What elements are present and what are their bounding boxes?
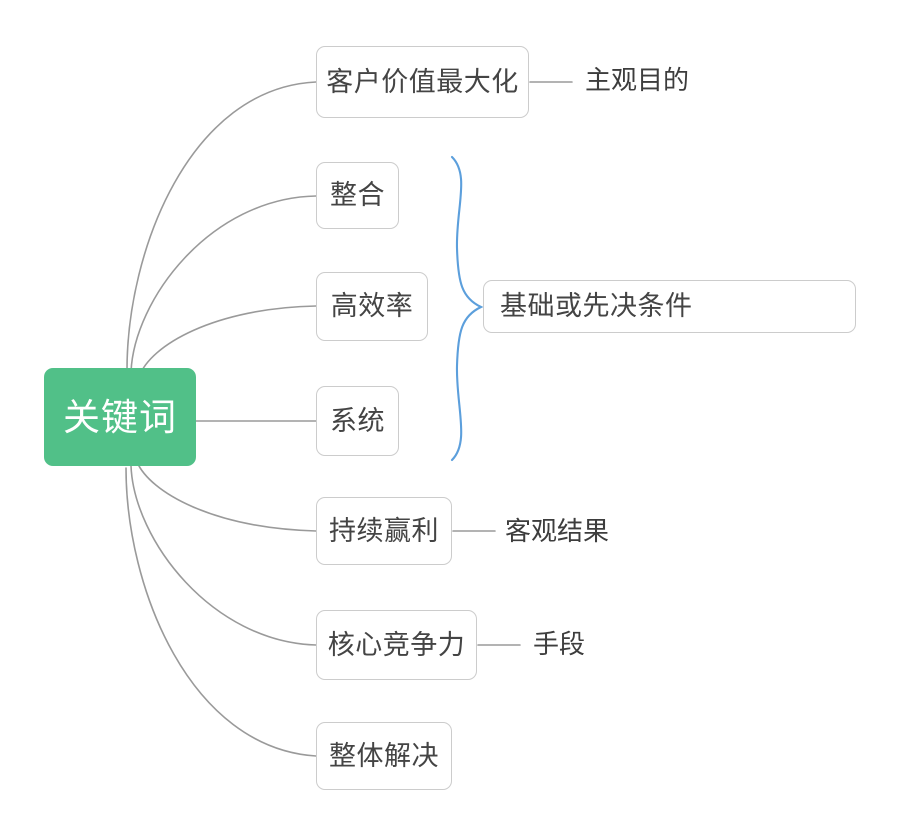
side-label-text: 手段 xyxy=(533,630,586,660)
branch-node-label: 整合 xyxy=(330,180,385,211)
branch-node-label: 核心竞争力 xyxy=(327,629,466,661)
edge-root-to-node-5 xyxy=(136,461,317,532)
branch-node-system[interactable]: 系统 xyxy=(316,386,399,456)
side-label-subjective-purpose: 主观目的 xyxy=(585,68,689,94)
branch-node-overall-solution[interactable]: 整体解决 xyxy=(316,722,452,790)
branch-node-customer-value[interactable]: 客户价值最大化 xyxy=(316,46,529,118)
edge-root-to-node-6 xyxy=(130,465,317,646)
branch-node-label: 客户价值最大化 xyxy=(326,66,519,98)
side-label-objective-result: 客观结果 xyxy=(505,519,609,545)
edge-root-to-node-1 xyxy=(126,81,317,371)
branch-node-label: 高效率 xyxy=(330,291,414,322)
side-label-means: 手段 xyxy=(533,632,585,658)
edge-root-to-node-3 xyxy=(138,305,317,378)
branch-node-label: 整体解决 xyxy=(329,740,439,772)
side-label-text: 主观目的 xyxy=(585,66,690,96)
edge-root-to-node-7 xyxy=(125,467,317,757)
group-node-prerequisite[interactable]: 基础或先决条件 xyxy=(483,280,856,333)
root-node-label: 关键词 xyxy=(63,395,177,439)
branch-node-sustained-profit[interactable]: 持续赢利 xyxy=(316,497,452,565)
branch-node-high-efficiency[interactable]: 高效率 xyxy=(316,272,428,341)
branch-node-core-competence[interactable]: 核心竞争力 xyxy=(316,610,477,680)
branch-node-integration[interactable]: 整合 xyxy=(316,162,399,229)
branch-node-label: 持续赢利 xyxy=(329,515,439,547)
edge-root-to-node-2 xyxy=(130,195,317,373)
branch-node-label: 系统 xyxy=(330,405,385,437)
group-node-label: 基础或先决条件 xyxy=(500,291,693,322)
side-label-text: 客观结果 xyxy=(505,517,610,547)
grouping-brace xyxy=(450,155,484,462)
root-node[interactable]: 关键词 xyxy=(44,368,196,466)
